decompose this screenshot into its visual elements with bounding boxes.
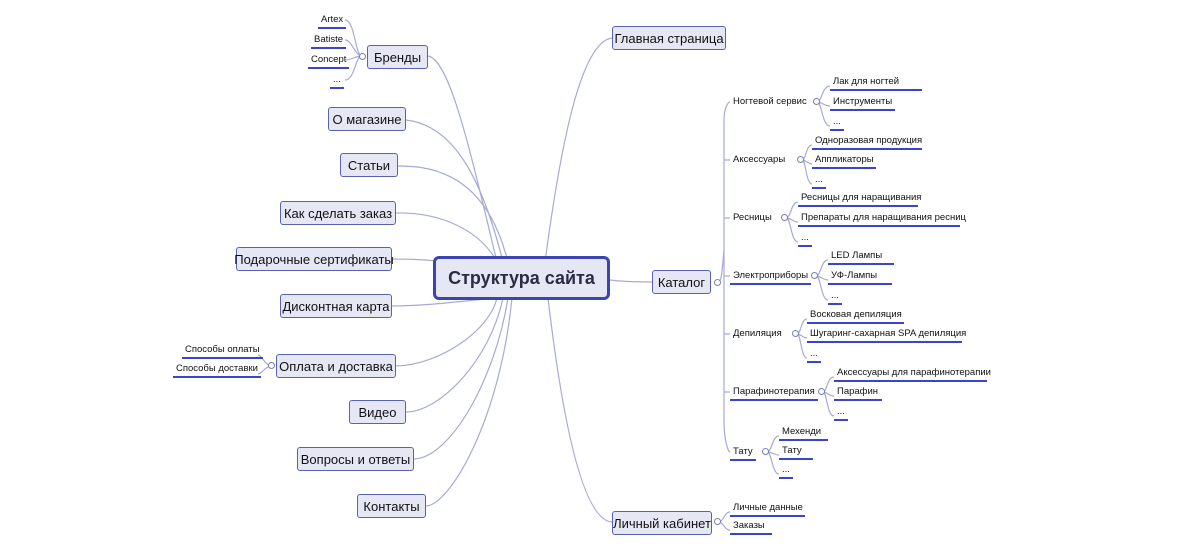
eyelash-preparations[interactable]: Препараты для наращивания ресниц xyxy=(798,211,966,227)
catalog-depilation[interactable]: Депиляция xyxy=(733,328,782,339)
paraffin[interactable]: Парафин xyxy=(834,385,882,401)
accessories-more[interactable]: ... xyxy=(812,173,826,189)
brand-concept[interactable]: Concept xyxy=(308,53,350,69)
catalog-nail-service[interactable]: Ногтевой сервис xyxy=(733,96,807,107)
catalog-accessories[interactable]: Аксессуары xyxy=(733,154,786,165)
collapse-toggle-catalog[interactable] xyxy=(714,279,721,286)
collapse-toggle-payment[interactable] xyxy=(268,362,275,369)
collapse-toggle-account[interactable] xyxy=(714,518,721,525)
catalog-tattoo[interactable]: Тату xyxy=(730,445,756,461)
eyelashes-more[interactable]: ... xyxy=(798,231,812,247)
eyelash-extensions[interactable]: Ресницы для наращивания xyxy=(798,191,921,207)
paraffin-accessories[interactable]: Аксессуары для парафинотерапии xyxy=(834,366,991,382)
node-faq[interactable]: Вопросы и ответы xyxy=(297,447,414,471)
applicators[interactable]: Аппликаторы xyxy=(812,153,876,169)
brand-batiste[interactable]: Batiste xyxy=(311,33,347,49)
collapse-toggle-brands[interactable] xyxy=(359,53,366,60)
collapse-toggle-nail-service[interactable] xyxy=(813,98,820,105)
brand-more[interactable]: ... xyxy=(330,73,344,89)
node-brands[interactable]: Бренды xyxy=(367,45,428,69)
electrical-more[interactable]: ... xyxy=(828,289,842,305)
disposable-products[interactable]: Одноразовая продукция xyxy=(812,134,922,150)
node-catalog[interactable]: Каталог xyxy=(652,270,711,294)
node-home[interactable]: Главная страница xyxy=(612,26,726,50)
node-video[interactable]: Видео xyxy=(349,400,406,424)
root-node[interactable]: Структура сайта xyxy=(433,256,610,300)
instruments[interactable]: Инструменты xyxy=(830,95,895,111)
collapse-toggle-paraffin-therapy[interactable] xyxy=(818,388,825,395)
uv-lamps[interactable]: УФ-Лампы xyxy=(828,269,892,285)
node-how-to-order[interactable]: Как сделать заказ xyxy=(280,201,396,225)
orders[interactable]: Заказы xyxy=(730,519,772,535)
catalog-paraffin-therapy[interactable]: Парафинотерапия xyxy=(730,385,818,401)
tattoo-more[interactable]: ... xyxy=(779,463,793,479)
brand-artex[interactable]: Artex xyxy=(318,13,347,29)
led-lamps[interactable]: LED Лампы xyxy=(828,249,894,265)
node-personal-account[interactable]: Личный кабинет xyxy=(612,511,712,535)
paraffin-more[interactable]: ... xyxy=(834,405,848,421)
node-articles[interactable]: Статьи xyxy=(340,153,398,177)
catalog-electrical[interactable]: Электроприборы xyxy=(730,269,812,285)
personal-data[interactable]: Личные данные xyxy=(730,501,805,517)
node-gift-certificates[interactable]: Подарочные сертификаты xyxy=(234,247,394,271)
node-discount-card[interactable]: Дисконтная карта xyxy=(280,294,392,318)
collapse-toggle-depilation[interactable] xyxy=(792,330,799,337)
catalog-eyelashes[interactable]: Ресницы xyxy=(733,212,772,223)
sugaring-depilation[interactable]: Шугаринг-сахарная SPA депиляция xyxy=(807,327,966,343)
delivery-methods[interactable]: Способы доставки xyxy=(173,362,261,378)
collapse-toggle-eyelashes[interactable] xyxy=(781,214,788,221)
collapse-toggle-electrical[interactable] xyxy=(811,272,818,279)
node-contacts[interactable]: Контакты xyxy=(357,494,426,518)
nail-more[interactable]: ... xyxy=(830,115,844,131)
node-about[interactable]: О магазине xyxy=(328,107,406,131)
wax-depilation[interactable]: Восковая депиляция xyxy=(807,308,904,324)
tattoo[interactable]: Тату xyxy=(779,444,813,460)
collapse-toggle-accessories[interactable] xyxy=(797,156,804,163)
node-payment-delivery[interactable]: Оплата и доставка xyxy=(276,354,396,378)
payment-methods[interactable]: Способы оплаты xyxy=(182,343,263,359)
depilation-more[interactable]: ... xyxy=(807,347,821,363)
mehendi[interactable]: Мехенди xyxy=(779,425,828,441)
nail-polish[interactable]: Лак для ногтей xyxy=(830,75,922,91)
collapse-toggle-tattoo[interactable] xyxy=(762,448,769,455)
